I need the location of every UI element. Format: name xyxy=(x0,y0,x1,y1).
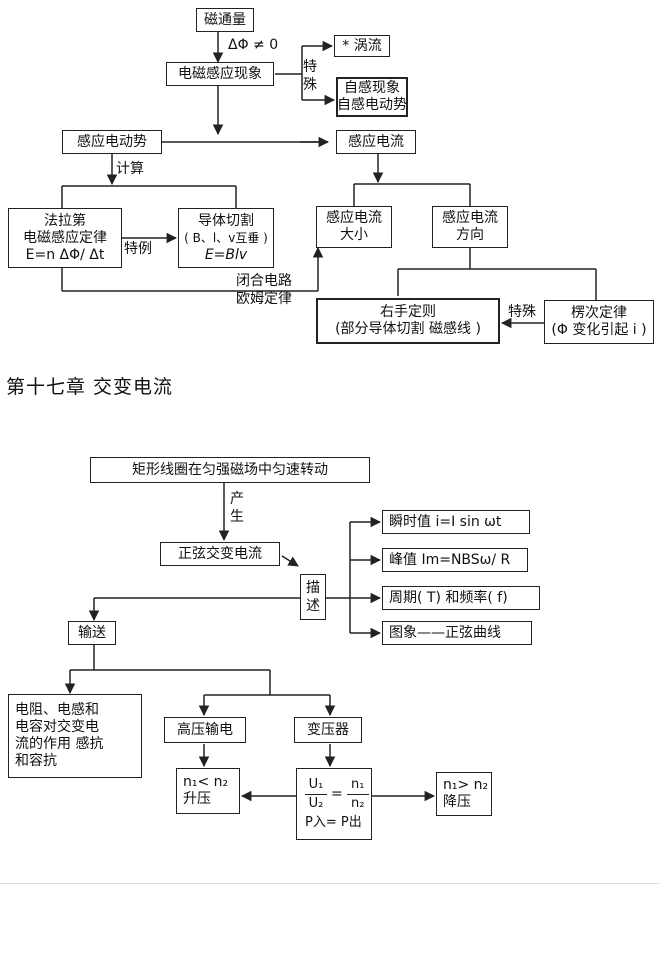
special-case-label: 特例 xyxy=(124,241,152,257)
lenz-law-box: 楞次定律 (Φ 变化引起 i ) xyxy=(544,300,654,344)
power-equality: P入= P出 xyxy=(305,814,362,830)
faraday-law-box: 法拉第 电磁感应定律 E=n ΔΦ/ Δt xyxy=(8,208,122,268)
self-induction-box: 自感现象 自感电动势 xyxy=(336,77,408,117)
transformer-box: 变压器 xyxy=(294,717,362,743)
instantaneous-value-box: 瞬时值 i=I sin ωt xyxy=(382,510,530,534)
transmission-box: 输送 xyxy=(68,621,116,645)
describe-box: 描 述 xyxy=(300,574,326,620)
rotating-coil-box: 矩形线圈在匀强磁场中匀速转动 xyxy=(90,457,370,483)
magnetic-flux-label: 磁通量 xyxy=(204,11,246,28)
step-down-box: n₁> n₂ 降压 xyxy=(436,772,492,816)
hv-transmission-box: 高压输电 xyxy=(164,717,246,743)
chapter-title: 第十七章 交变电流 xyxy=(6,376,174,398)
special-label-bottom: 特殊 xyxy=(508,304,536,320)
step-up-box: n₁< n₂ 升压 xyxy=(176,768,240,814)
produce-label: 产生 xyxy=(230,491,244,525)
eddy-current-label: * 涡流 xyxy=(342,37,382,54)
induced-current-label: 感应电流 xyxy=(348,133,404,150)
page-divider xyxy=(0,883,660,884)
peak-value-box: 峰值 Im=NBSω/ R xyxy=(382,548,528,572)
current-magnitude-box: 感应电流 大小 xyxy=(316,206,392,248)
special-label-top: 特殊 xyxy=(303,59,317,93)
sinusoidal-ac-box: 正弦交变电流 xyxy=(160,542,280,566)
induced-emf-box: 感应电动势 xyxy=(62,130,162,154)
induced-emf-label: 感应电动势 xyxy=(77,133,147,150)
eddy-current-box: * 涡流 xyxy=(334,35,390,57)
em-induction-box: 电磁感应现象 xyxy=(166,62,274,86)
current-direction-box: 感应电流 方向 xyxy=(432,206,508,248)
em-induction-label: 电磁感应现象 xyxy=(178,65,262,82)
calculate-label: 计算 xyxy=(116,161,144,177)
induced-current-box: 感应电流 xyxy=(336,130,416,154)
delta-phi-condition: ΔΦ ≠ 0 xyxy=(228,37,279,53)
right-hand-rule-box: 右手定则 (部分导体切割 磁感线 ) xyxy=(316,298,500,344)
rlc-effect-box: 电阻、电感和 电容对交变电 流的作用 感抗 和容抗 xyxy=(8,694,142,778)
closed-circuit-label: 闭合电路欧姆定律 xyxy=(236,273,292,307)
graph-box: 图象——正弦曲线 xyxy=(382,621,532,645)
conductor-cut-box: 导体切割 ( B、l、v互垂 ) E=Blv xyxy=(178,208,274,268)
magnetic-flux-box: 磁通量 xyxy=(196,8,254,32)
period-frequency-box: 周期( T) 和频率( f) xyxy=(382,586,540,610)
